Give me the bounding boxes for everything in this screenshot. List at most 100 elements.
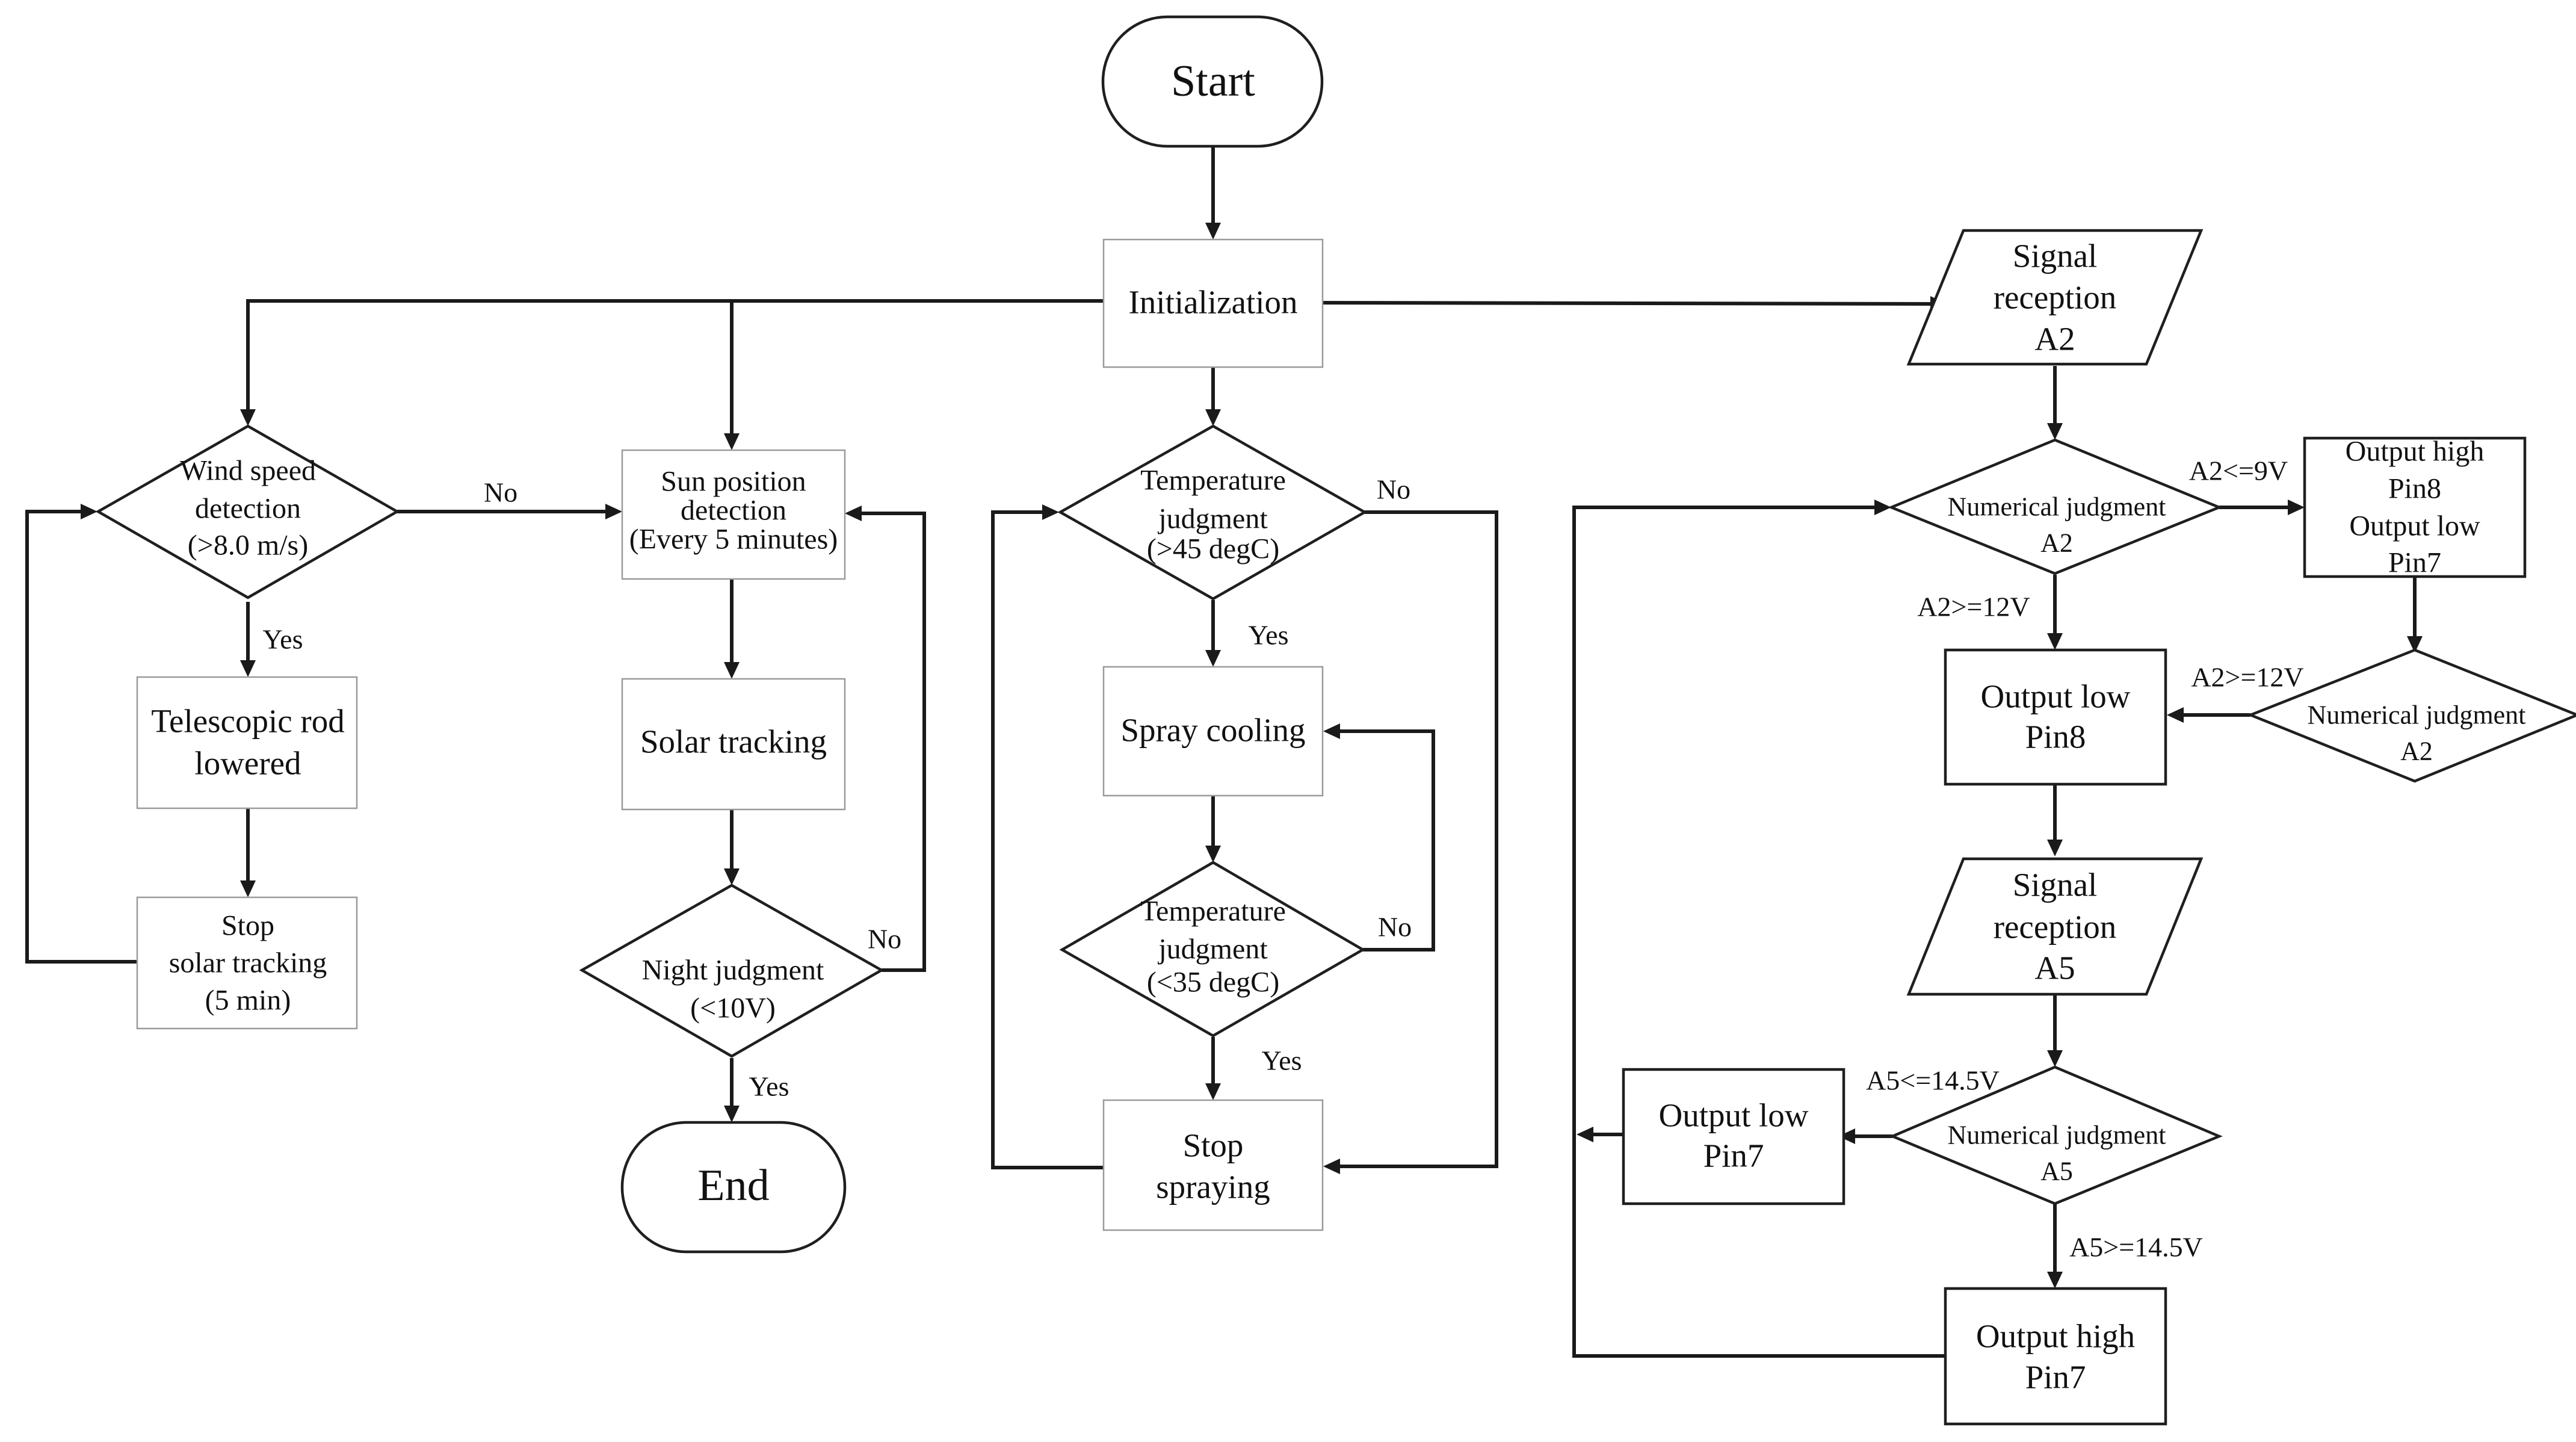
edge-labels: No Yes No Yes No Yes No Yes A2<=9V A2>=1…: [263, 456, 2304, 1263]
arrowhead: [2047, 423, 2063, 440]
edge-init-sig-a2: [1322, 301, 1938, 306]
sig-a5-line-3: A5: [2034, 950, 2075, 986]
night-line-1: Night judgment: [642, 955, 824, 986]
end-label: End: [697, 1161, 769, 1210]
sun-position-process: Sun position detection (Every 5 minutes): [621, 449, 846, 580]
numerical-judgment-a2b-decision: Numerical judgment A2: [2246, 648, 2576, 783]
stop-track-line-1: Stop: [221, 910, 274, 942]
arrowhead: [1838, 1128, 1855, 1144]
arrowhead: [1874, 500, 1891, 515]
arrowhead: [724, 1106, 740, 1122]
sun-line-3: (Every 5 minutes): [629, 524, 838, 555]
edge-temp1-stop-no: [1333, 510, 1498, 1168]
arrowhead: [724, 868, 740, 885]
edge-init-left-bus: [246, 299, 1104, 418]
output-high-pin7-process: Output high Pin7: [1944, 1287, 2167, 1426]
high8-line-3: Output low: [2349, 510, 2480, 542]
arrowhead: [1205, 223, 1221, 240]
stop-spraying-process: Stop spraying: [1102, 1099, 1324, 1231]
signal-reception-a5-input: Signal reception A5: [1906, 857, 2204, 996]
arrowhead: [1205, 1083, 1221, 1100]
night-judgment-decision: Night judgment (<10V): [579, 883, 885, 1058]
output-low-pin7-process: Output low Pin7: [1622, 1068, 1846, 1205]
arrowhead: [724, 662, 740, 679]
solar-tracking-label: Solar tracking: [640, 723, 827, 760]
label-a5-ge145: A5>=14.5V: [2069, 1232, 2203, 1263]
label-a5-le145: A5<=14.5V: [1866, 1065, 2000, 1096]
connectors: [25, 147, 2423, 1358]
arrowhead: [2288, 500, 2305, 515]
label-temp1-no: No: [1377, 474, 1410, 505]
temp1-line-1: Temperature: [1140, 465, 1286, 497]
num-a5-line-2: A5: [2040, 1157, 2073, 1186]
wind-line-2: detection: [195, 493, 301, 525]
temp1-line-3: (>45 degC): [1147, 533, 1279, 565]
rod-line-1: Telescopic rod: [151, 703, 344, 740]
num-a2b-line-1: Numerical judgment: [2308, 701, 2526, 730]
arrowhead: [1205, 650, 1221, 667]
num-a5-line-1: Numerical judgment: [1948, 1121, 2166, 1150]
low7-line-1: Output low: [1658, 1097, 1808, 1134]
arrowhead: [2047, 633, 2063, 650]
temp2-line-3: (<35 degC): [1147, 967, 1279, 998]
arrowhead: [1205, 846, 1221, 862]
arrowhead: [1323, 723, 1340, 739]
arrowhead: [1323, 1159, 1340, 1174]
solar-tracking-process: Solar tracking: [621, 678, 846, 811]
label-temp1-yes: Yes: [1249, 620, 1289, 651]
spray-cooling-process: Spray cooling: [1102, 666, 1324, 797]
initialization-label: Initialization: [1128, 284, 1297, 321]
initialization-process: Initialization: [1102, 238, 1324, 368]
sig-a2-line-3: A2: [2034, 321, 2075, 357]
arrowhead: [2047, 1272, 2063, 1289]
arrowhead: [845, 506, 862, 521]
edge-high7-num-a2-loop: [1572, 506, 1945, 1358]
end-terminal: End: [620, 1121, 847, 1254]
sun-line-1: Sun position: [661, 466, 806, 498]
edge-stop-temp1-loop: [991, 510, 1104, 1169]
label-wind-yes: Yes: [263, 624, 303, 655]
arrowhead: [1577, 1127, 1593, 1142]
stop-solar-tracking-process: Stop solar tracking (5 min): [136, 896, 358, 1030]
label-wind-no: No: [484, 477, 517, 508]
arrowhead: [2167, 707, 2184, 723]
numerical-judgment-a5-decision: Numerical judgment A5: [1889, 1065, 2223, 1205]
start-terminal: Start: [1101, 15, 1324, 148]
high8-line-4: Pin7: [2388, 547, 2441, 579]
edge-stop-wind-loop: [25, 510, 137, 964]
arrowhead: [240, 880, 256, 897]
label-a2b-ge12: A2>=12V: [2191, 662, 2303, 693]
sig-a5-line-1: Signal: [2013, 867, 2098, 903]
edge-temp2-spray-no: [1333, 729, 1435, 952]
output-low-pin8-process: Output low Pin8: [1944, 648, 2167, 786]
arrowhead: [605, 504, 622, 519]
label-temp2-no: No: [1378, 912, 1412, 942]
telescopic-rod-process: Telescopic rod lowered: [136, 676, 358, 809]
arrowhead: [1042, 504, 1059, 520]
stop-spray-line-1: Stop: [1183, 1127, 1244, 1164]
high7-line-1: Output high: [1976, 1318, 2135, 1355]
wind-line-3: (>8.0 m/s): [188, 530, 308, 562]
sig-a2-line-1: Signal: [2013, 238, 2098, 274]
low8-line-1: Output low: [1980, 678, 2130, 715]
stop-track-line-2: solar tracking: [169, 947, 327, 979]
stop-spray-line-2: spraying: [1156, 1169, 1270, 1205]
arrowhead: [724, 433, 740, 450]
num-a2-line-2: A2: [2040, 528, 2073, 558]
sig-a5-line-2: reception: [1994, 909, 2117, 945]
high7-line-2: Pin7: [2025, 1359, 2086, 1396]
arrowhead: [1205, 409, 1221, 426]
label-a2-le9: A2<=9V: [2189, 456, 2288, 486]
arrowhead: [2407, 636, 2423, 653]
rod-line-2: lowered: [194, 745, 301, 782]
night-line-2: (<10V): [690, 992, 776, 1024]
low7-line-2: Pin7: [1703, 1137, 1764, 1174]
arrowhead: [2047, 1050, 2063, 1067]
temp2-line-1: Temperature: [1140, 896, 1286, 927]
edge-night-sun-no: [854, 512, 926, 972]
low8-line-2: Pin8: [2025, 719, 2086, 755]
label-a2-ge12: A2>=12V: [1917, 592, 2030, 622]
label-temp2-yes: Yes: [1262, 1045, 1302, 1076]
arrowhead: [2047, 840, 2063, 856]
